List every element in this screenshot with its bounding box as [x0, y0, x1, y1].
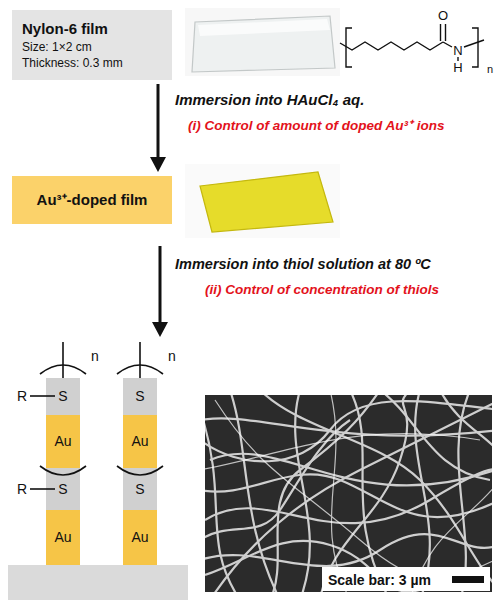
- atom-label: Au: [54, 433, 71, 449]
- atom-label: H: [453, 61, 462, 76]
- repeat-index: n: [91, 348, 99, 364]
- atom-label: S: [58, 481, 67, 497]
- atom-label: Au: [131, 433, 148, 449]
- step-note: (ii) Control of concentration of thiols: [205, 282, 439, 298]
- atom-label: Au: [131, 529, 148, 545]
- atom-label: Au: [54, 529, 71, 545]
- box-heading: Nylon-6 film: [22, 19, 162, 39]
- product-box: Au³⁺-doped film: [12, 176, 172, 224]
- doped-film-photo: [185, 164, 340, 238]
- au-thiolate-illustration: [8, 342, 188, 600]
- atom-label: S: [135, 481, 144, 497]
- step-note: (i) Control of amount of doped Au³⁺ ions: [188, 118, 444, 134]
- sem-image: [200, 390, 500, 600]
- atom-label: O: [438, 9, 448, 24]
- box-detail: Thickness: 0.3 mm: [22, 55, 162, 71]
- film-photo: [185, 8, 340, 76]
- group-label: R: [17, 481, 27, 497]
- material-box: Nylon-6 filmSize: 1×2 cmThickness: 0.3 m…: [12, 10, 172, 80]
- atom-label: N: [453, 44, 462, 59]
- process-arrow: [150, 84, 166, 172]
- group-label: R: [17, 388, 27, 404]
- step-label: Immersion into thiol solution at 80 ºC: [175, 256, 431, 273]
- scale-bar-label: Scale bar: 3 µm: [328, 572, 431, 588]
- repeat-index: n: [168, 348, 176, 364]
- repeat-index: n: [487, 63, 493, 76]
- process-arrow: [152, 246, 168, 337]
- step-label: Immersion into HAuCl₄ aq.: [175, 91, 364, 108]
- box-heading: Au³⁺-doped film: [20, 190, 164, 210]
- atom-label: S: [58, 388, 67, 404]
- atom-label: S: [135, 388, 144, 404]
- box-detail: Size: 1×2 cm: [22, 39, 162, 55]
